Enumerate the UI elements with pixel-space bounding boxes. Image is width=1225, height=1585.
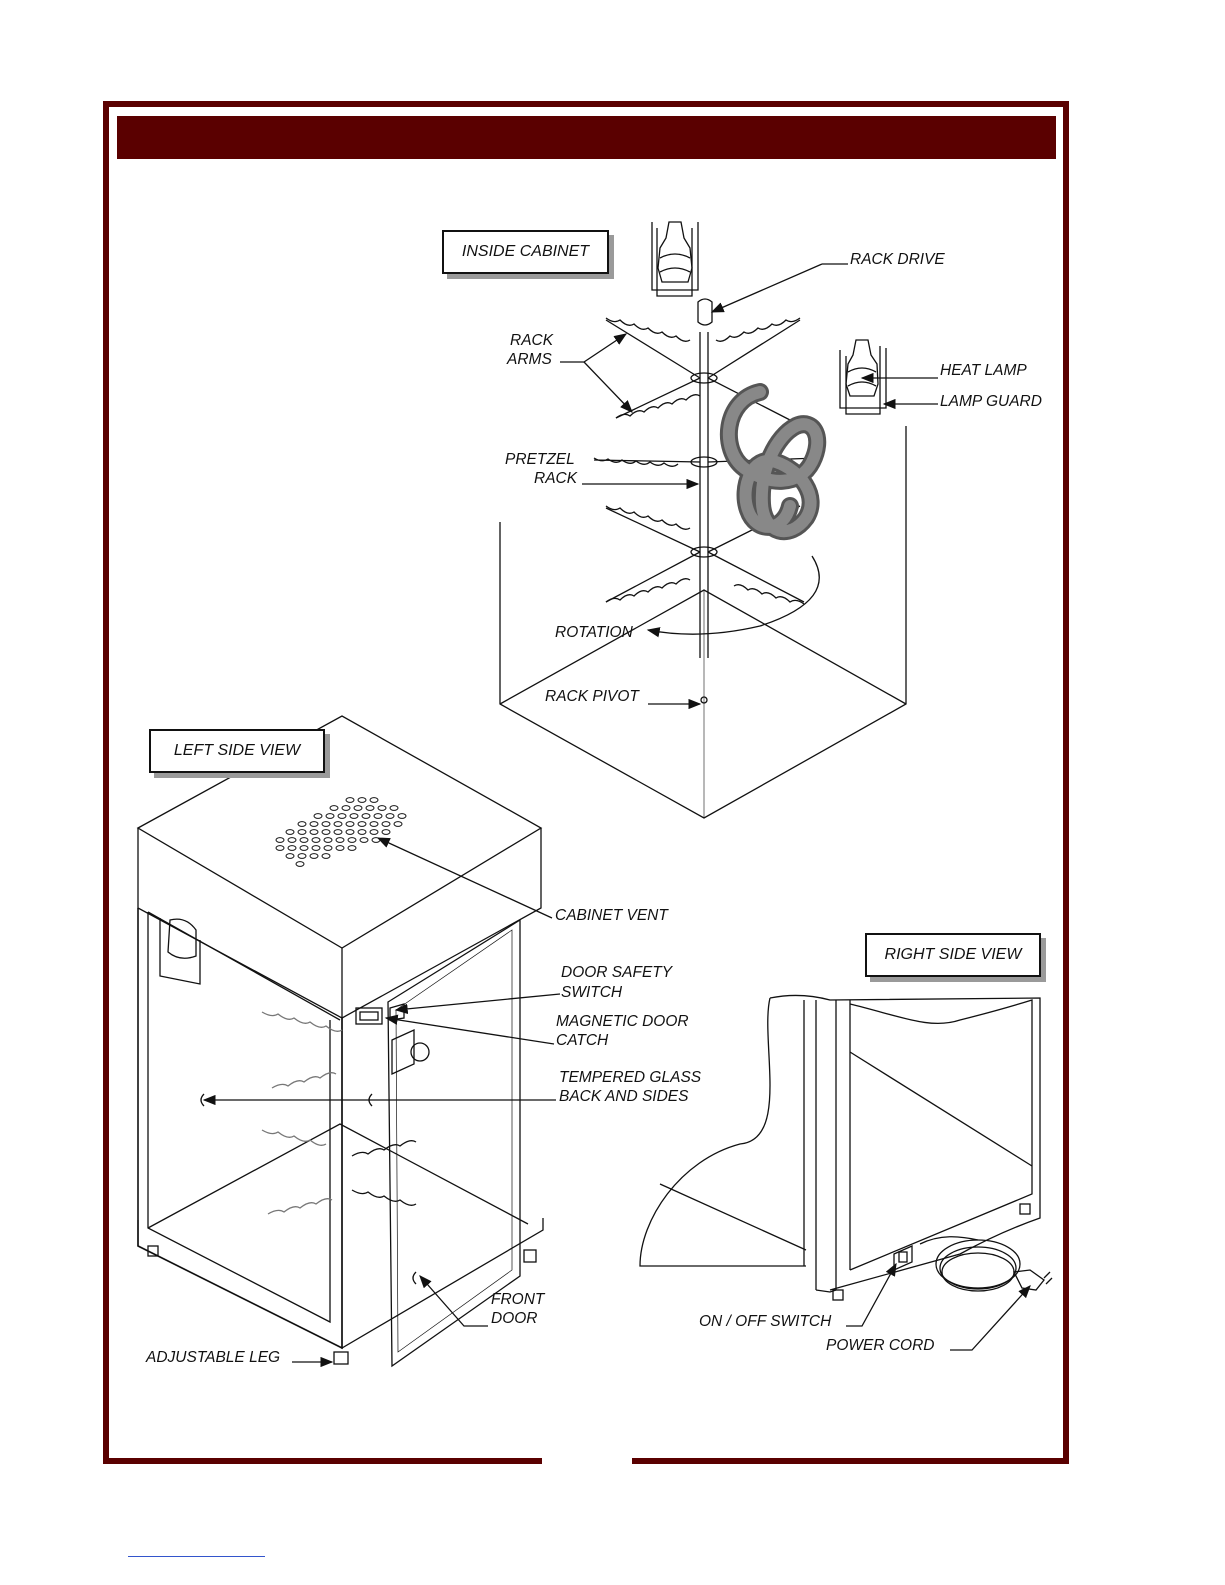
footer-link-underline[interactable] xyxy=(128,1556,265,1557)
label-rack-arms-2: ARMS xyxy=(507,350,552,369)
left-side-view-box: LEFT SIDE VIEW xyxy=(149,729,325,773)
label-magnetic-door-catch-2: CATCH xyxy=(556,1031,608,1050)
label-door-safety-switch-1: DOOR SAFETY xyxy=(561,963,672,982)
label-rotation: ROTATION xyxy=(555,623,633,642)
label-heat-lamp: HEAT LAMP xyxy=(940,361,1027,380)
right-cabinet xyxy=(640,995,1052,1300)
label-tempered-glass-2: BACK AND SIDES xyxy=(559,1087,689,1106)
label-power-cord: POWER CORD xyxy=(826,1336,935,1355)
label-front-door-2: DOOR xyxy=(491,1309,538,1328)
cabinet-vent-holes xyxy=(276,798,406,867)
inside-cabinet-box: INSIDE CABINET xyxy=(442,230,609,274)
label-on-off-switch: ON / OFF SWITCH xyxy=(699,1312,831,1331)
label-tempered-glass-1: TEMPERED GLASS xyxy=(559,1068,701,1087)
label-pretzel-rack-1: PRETZEL xyxy=(505,450,575,469)
label-rack-arms-1: RACK xyxy=(510,331,553,350)
label-adjustable-leg: ADJUSTABLE LEG xyxy=(146,1348,280,1367)
label-magnetic-door-catch-1: MAGNETIC DOOR xyxy=(556,1012,689,1031)
label-rack-pivot: RACK PIVOT xyxy=(545,687,639,706)
right-side-view-box: RIGHT SIDE VIEW xyxy=(865,933,1041,977)
heat-lamp-right xyxy=(840,340,886,414)
label-cabinet-vent: CABINET VENT xyxy=(555,906,668,925)
label-front-door-1: FRONT xyxy=(491,1290,544,1309)
rotation-arrow xyxy=(648,556,819,634)
label-door-safety-switch-2: SWITCH xyxy=(561,983,622,1002)
label-lamp-guard: LAMP GUARD xyxy=(940,392,1042,411)
label-rack-drive: RACK DRIVE xyxy=(850,250,945,269)
rack-hub xyxy=(691,547,717,557)
heat-lamp-top xyxy=(652,222,698,296)
rack-drive xyxy=(698,299,712,325)
label-pretzel-rack-2: RACK xyxy=(534,469,577,488)
pretzel xyxy=(729,392,817,531)
